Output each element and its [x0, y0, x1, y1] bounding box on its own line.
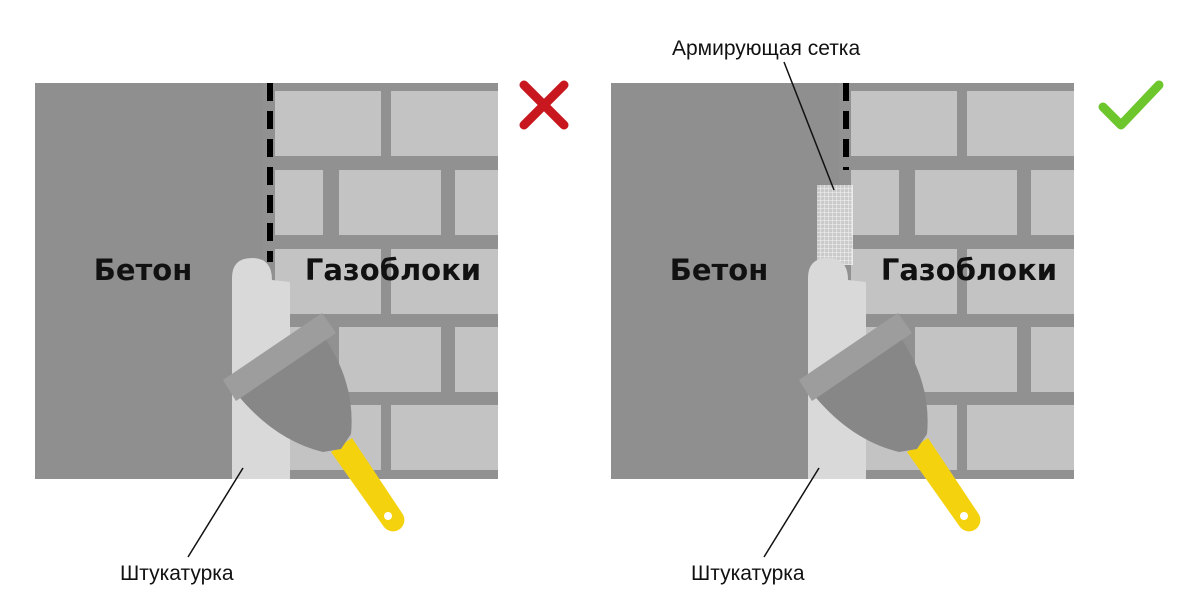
block-label: Газоблоки	[881, 253, 1057, 287]
plaster-label: Штукатурка	[120, 562, 234, 585]
plaster-callout-line	[187, 467, 244, 558]
brick	[391, 249, 498, 314]
brick	[391, 91, 498, 156]
concrete-wall	[611, 83, 839, 479]
block-bricks	[275, 91, 498, 470]
brick	[1031, 327, 1074, 392]
brick	[967, 405, 1074, 470]
panel-wrong: Бетон Газоблоки Штукатурка	[35, 80, 569, 585]
cross-icon	[519, 80, 569, 130]
panel-right: Бетон Газоблоки Штукатурка Армирующая се…	[611, 37, 1164, 585]
brick	[455, 170, 498, 235]
brick	[455, 327, 498, 392]
plaster-label: Штукатурка	[691, 562, 805, 585]
plaster-callout-line	[763, 467, 820, 558]
brick	[851, 170, 899, 235]
brick	[339, 170, 441, 235]
concrete-wall	[35, 83, 263, 479]
brick	[915, 170, 1017, 235]
reinforcing-mesh	[817, 185, 853, 265]
spatula	[799, 313, 981, 532]
brick	[1031, 170, 1074, 235]
brick	[915, 327, 1017, 392]
check-icon	[1098, 80, 1164, 130]
brick	[967, 91, 1074, 156]
brick	[851, 249, 957, 314]
brick	[851, 91, 957, 156]
brick	[275, 91, 381, 156]
concrete-label: Бетон	[94, 253, 193, 287]
brick	[275, 249, 381, 314]
brick	[275, 170, 323, 235]
mesh-label: Армирующая сетка	[672, 37, 860, 60]
concrete-label: Бетон	[670, 253, 769, 287]
spatula	[223, 313, 405, 532]
block-label: Газоблоки	[305, 253, 481, 287]
brick	[339, 327, 441, 392]
brick	[391, 405, 498, 470]
mesh-callout-line	[783, 61, 835, 191]
brick	[967, 249, 1074, 314]
